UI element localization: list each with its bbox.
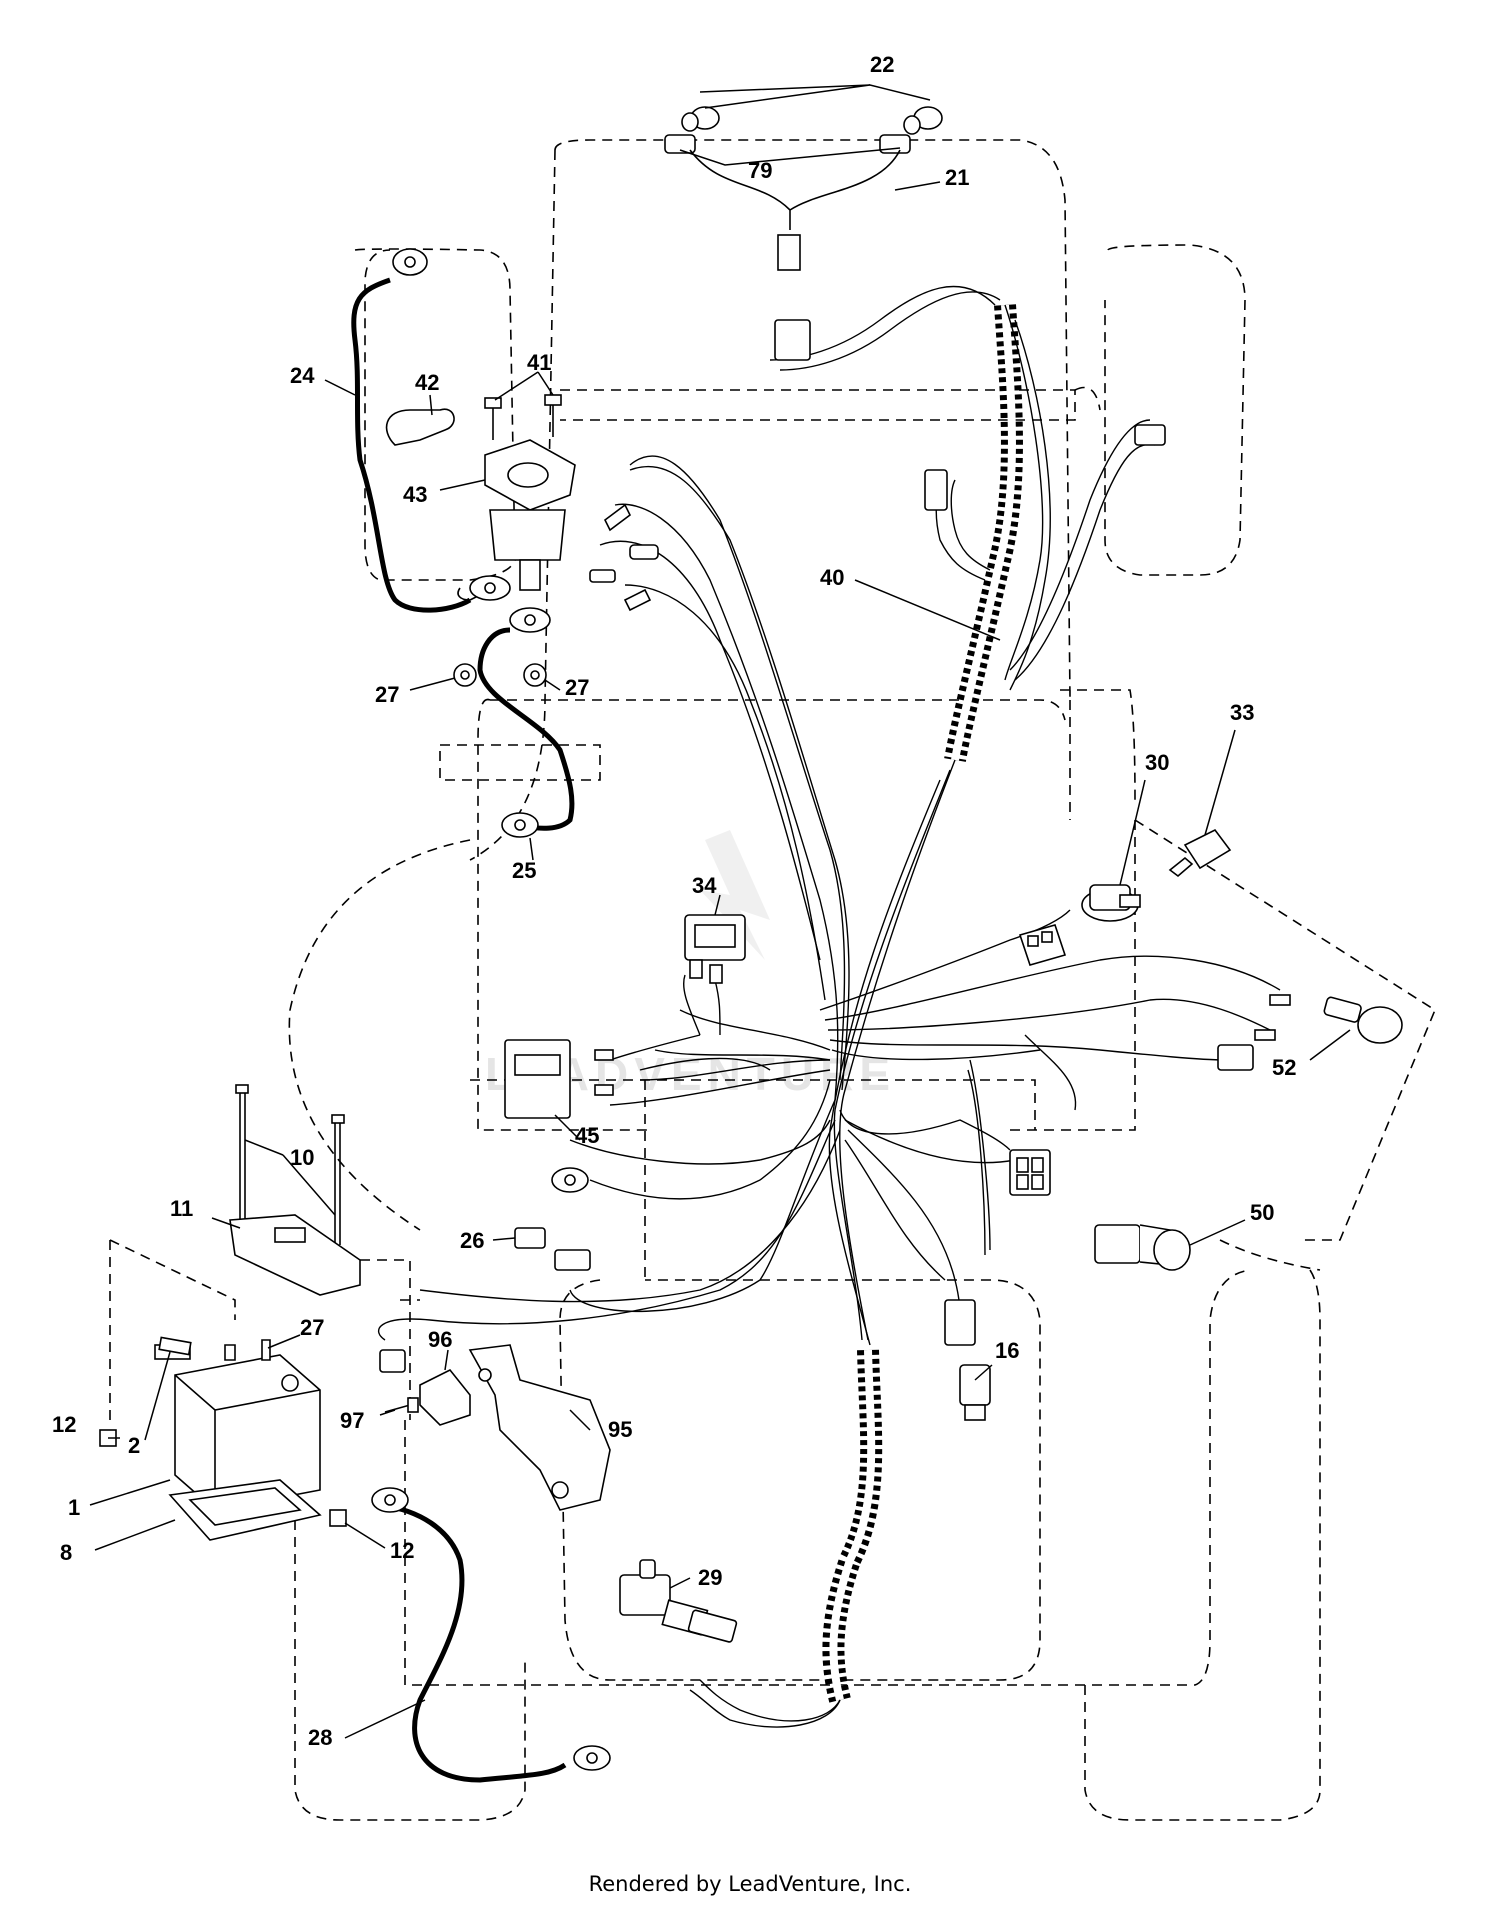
components (99, 106, 1403, 1771)
callout-2: 2 (128, 1433, 140, 1458)
connector-8pin (1009, 1149, 1051, 1196)
callout-28: 28 (308, 1725, 332, 1750)
harness-terminals-top (589, 503, 659, 612)
terminals-right (1254, 994, 1291, 1041)
callout-27b: 27 (565, 675, 589, 700)
cable-end-28-top (371, 1487, 409, 1513)
headlight-assembly-21 (664, 106, 943, 271)
cable-end-28-bottom (573, 1745, 611, 1771)
battery-holddown-11 (229, 1084, 361, 1296)
callout-16: 16 (995, 1338, 1019, 1363)
harness-wires (377, 285, 1281, 1728)
callout-30: 30 (1145, 750, 1169, 775)
callout-97: 97 (340, 1408, 364, 1433)
switch-29 (619, 1559, 738, 1643)
callout-25: 25 (512, 858, 536, 883)
switch-96 (419, 1368, 471, 1426)
ignition-switch-30 (1081, 884, 1141, 922)
bracket-95 (468, 1344, 611, 1511)
fuse-holder-26 (514, 1227, 591, 1271)
callout-43: 43 (403, 482, 427, 507)
battery-cables (351, 277, 575, 1783)
solenoid-43 (457, 439, 576, 633)
callout-42: 42 (415, 370, 439, 395)
callout-29: 29 (698, 1565, 722, 1590)
callout-34: 34 (692, 873, 717, 898)
bolts-41 (484, 394, 562, 440)
switch-34 (684, 914, 746, 984)
connector-right (1217, 1044, 1254, 1071)
callout-33: 33 (1230, 700, 1254, 725)
callout-41: 41 (527, 350, 551, 375)
callout-45: 45 (575, 1123, 599, 1148)
fuse-52 (1323, 996, 1403, 1044)
wiring-harness-coil (944, 304, 1023, 762)
callout-labels: 22 79 21 24 42 41 43 40 27 27 25 33 30 3… (52, 52, 1296, 1750)
harness-lower-coil (822, 1349, 883, 1703)
connector-near-96 (379, 1349, 406, 1373)
screw-97 (384, 1397, 419, 1413)
callout-26: 26 (460, 1228, 484, 1253)
ignition-connector (1018, 924, 1067, 966)
callout-21: 21 (945, 165, 969, 190)
callout-22: 22 (870, 52, 894, 77)
terminal-27 (224, 1339, 271, 1361)
callout-11: 11 (170, 1196, 193, 1221)
chassis-outline (109, 139, 1436, 1821)
callout-27c: 27 (300, 1315, 324, 1340)
connector-16 (944, 1299, 991, 1421)
callout-50: 50 (1250, 1200, 1274, 1225)
callout-52: 52 (1272, 1055, 1296, 1080)
terminal-boot-42 (385, 408, 455, 446)
pto-switch-50 (1094, 1224, 1191, 1271)
footer-credit: Rendered by LeadVenture, Inc. (588, 1872, 912, 1896)
battery-cable-end-24 (392, 248, 428, 276)
clip-12b (329, 1509, 347, 1527)
nut-27a (453, 663, 477, 687)
callout-10: 10 (290, 1145, 314, 1170)
callout-1: 1 (68, 1495, 80, 1520)
ground-cable-end-25 (501, 812, 539, 838)
leader-lines (89, 84, 1351, 1739)
nut-27b (523, 663, 547, 687)
callout-24: 24 (290, 363, 315, 388)
battery-tray-8 (168, 1479, 322, 1541)
ignition-key-33 (1168, 828, 1232, 878)
callout-12b: 12 (390, 1538, 414, 1563)
hour-meter-45 (504, 1039, 614, 1119)
ground-eyelet (551, 1167, 589, 1193)
callout-12a: 12 (52, 1412, 76, 1437)
callout-95: 95 (608, 1417, 632, 1442)
callout-96: 96 (428, 1327, 452, 1352)
battery-1 (154, 1344, 321, 1511)
callout-79: 79 (748, 158, 772, 183)
callout-40: 40 (820, 565, 844, 590)
connector-harness-top (774, 319, 1166, 511)
callout-27a: 27 (375, 682, 399, 707)
callout-8: 8 (60, 1540, 72, 1565)
bolt-2 (158, 1336, 192, 1356)
